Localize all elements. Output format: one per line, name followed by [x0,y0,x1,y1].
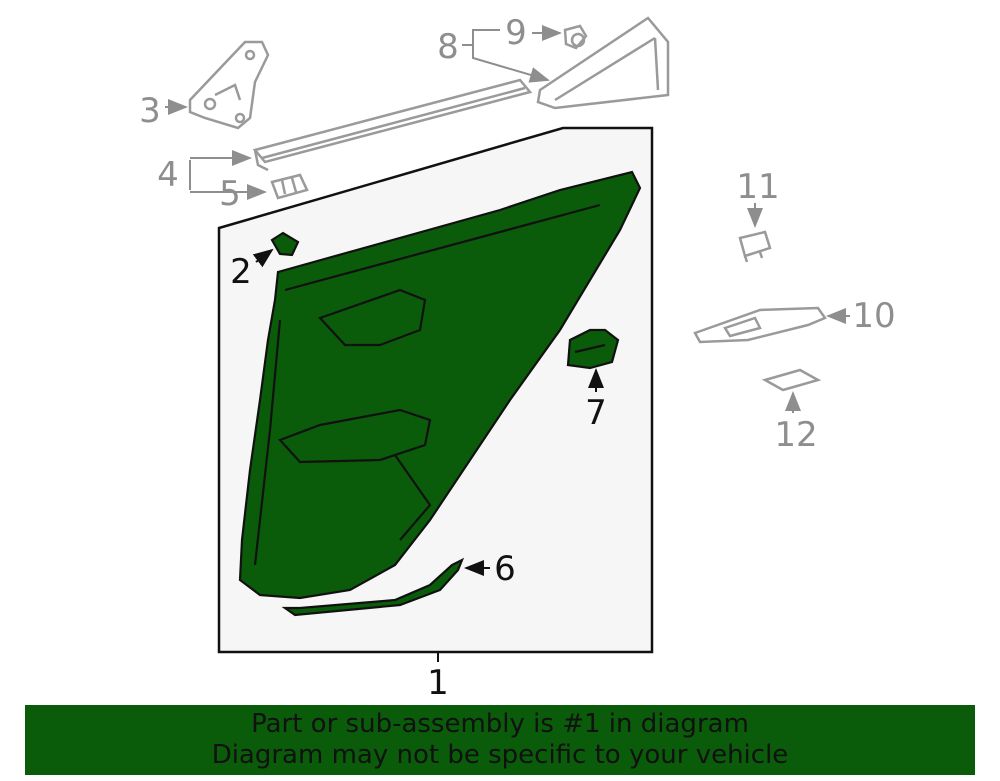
banner-line-2: Diagram may not be specific to your vehi… [211,740,789,770]
callout-7: 7 [585,393,607,433]
callout-8: 8 [437,27,459,67]
part-10-switch-base [693,306,827,344]
callout-3: 3 [139,91,161,131]
banner-line-1: Part or sub-assembly is #1 in diagram [251,709,749,739]
info-banner: Part or sub-assembly is #1 in diagram Di… [25,705,975,775]
part-3-bracket [188,40,270,130]
part-11-switch [738,230,772,263]
callout-11: 11 [736,167,779,207]
part-8-garnish [536,16,670,110]
callout-5: 5 [219,174,241,214]
callout-1: 1 [427,663,449,703]
callout-4: 4 [157,155,179,195]
part-9-clip [563,24,588,50]
callout-9: 9 [505,13,527,53]
callout-6: 6 [494,549,516,589]
part-12-pad [761,368,822,392]
callout-10: 10 [852,296,895,336]
leader-lines [165,25,850,662]
part-5-clip [270,173,309,200]
callout-12: 12 [774,415,817,455]
part-1-door-trim-panel [238,170,642,617]
callout-2: 2 [230,252,252,292]
